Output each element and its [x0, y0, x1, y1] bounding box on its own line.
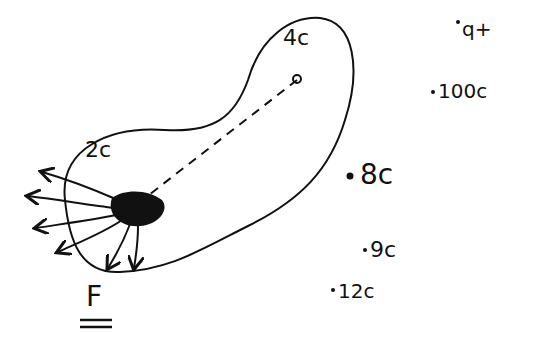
- charge-label: 2c: [85, 138, 111, 162]
- force-label: F: [86, 282, 102, 313]
- body-outline: 4c 2c: [55, 8, 370, 283]
- charge-label: 100c: [438, 80, 487, 102]
- dashed-line: [145, 80, 297, 198]
- charge-dot: [293, 75, 301, 83]
- charge-label: 12c: [338, 280, 374, 302]
- charge-label: q+: [462, 18, 491, 40]
- charge-label: 9c: [370, 238, 396, 262]
- charge-label: 8c: [360, 160, 393, 191]
- charge-label: 4c: [283, 26, 309, 50]
